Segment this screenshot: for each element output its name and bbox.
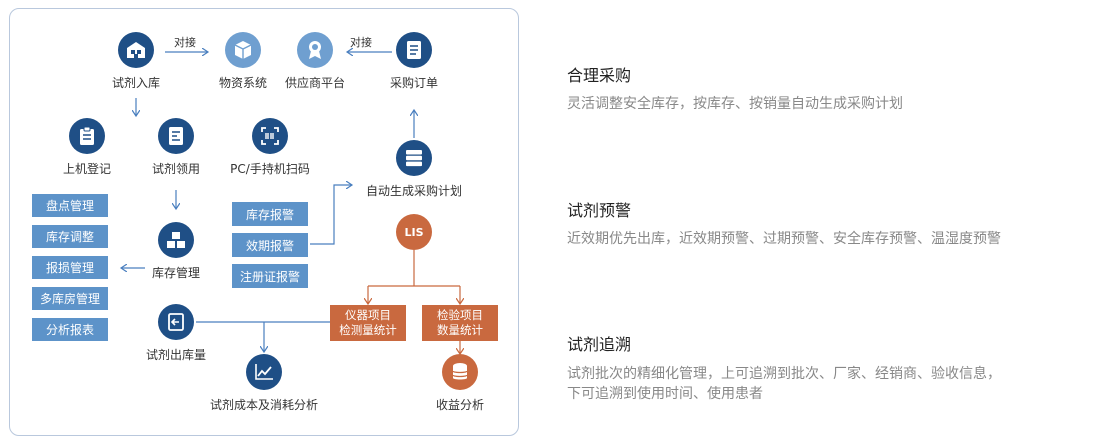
node-revenue-analysis: 收益分析	[430, 354, 490, 413]
diagram-panel	[9, 8, 519, 436]
node-label: 试剂入库	[111, 76, 160, 90]
box-line: 仪器项目	[345, 308, 391, 322]
node-label: 收益分析	[435, 398, 484, 412]
feature-desc: 灵活调整安全库存，按库存、按销量自动生成采购计划	[567, 96, 903, 112]
node-label: 物资系统	[218, 76, 267, 90]
node-reagent-use: 试剂领用	[146, 118, 206, 177]
document-icon	[396, 32, 432, 68]
node-reagent-out: 试剂出库量	[140, 304, 212, 363]
award-icon	[297, 32, 333, 68]
database-icon	[442, 354, 478, 390]
trend-chart-icon	[246, 354, 282, 390]
box-inventory-adjust: 库存调整	[32, 225, 108, 248]
node-label: 试剂出库量	[145, 348, 206, 362]
node-label: 上机登记	[62, 162, 111, 176]
node-lis: LIS	[396, 214, 432, 250]
server-icon	[396, 140, 432, 176]
box-stock-alert: 库存报警	[232, 202, 308, 226]
node-scan: PC/手持机扫码	[222, 118, 318, 177]
exit-icon	[158, 304, 194, 340]
dock-label-left: 对接	[174, 36, 196, 49]
box-expiry-alert: 效期报警	[232, 233, 308, 257]
node-purchase-order: 采购订单	[384, 32, 444, 91]
feature-title: 试剂追溯	[567, 335, 632, 354]
node-material-system: 物资系统	[211, 32, 275, 91]
node-label: 试剂领用	[151, 162, 200, 176]
feature-desc: 下可追溯到使用时间、使用患者	[567, 386, 763, 402]
box-line: 检测量统计	[339, 323, 397, 337]
box-line: 检验项目	[437, 308, 483, 322]
node-supplier-platform: 供应商平台	[280, 32, 350, 91]
boxes-icon	[158, 222, 194, 258]
feature-desc: 试剂批次的精细化管理，上可追溯到批次、厂家、经销商、验收信息，	[567, 366, 1001, 382]
node-label: PC/手持机扫码	[230, 162, 310, 176]
box-inventory-count: 盘点管理	[32, 194, 108, 217]
box-loss-mgmt: 报损管理	[32, 256, 108, 279]
node-reagent-in: 试剂入库	[106, 32, 166, 91]
list-document-icon	[158, 118, 194, 154]
node-machine-register: 上机登记	[57, 118, 117, 177]
box-analysis-report: 分析报表	[32, 318, 108, 341]
node-inventory-mgmt: 库存管理	[146, 222, 206, 281]
node-label: 库存管理	[151, 266, 200, 280]
box-instrument-stats: 仪器项目 检测量统计	[330, 305, 406, 341]
feature-title: 合理采购	[567, 66, 632, 85]
feature-desc: 近效期优先出库，近效期预警、过期预警、安全库存预警、温湿度预警	[567, 231, 1001, 247]
feature-title: 试剂预警	[567, 201, 632, 220]
box-multi-warehouse: 多库房管理	[32, 287, 108, 310]
node-cost-analysis: 试剂成本及消耗分析	[200, 354, 328, 413]
box-license-alert: 注册证报警	[232, 264, 308, 288]
node-label: 自动生成采购计划	[365, 184, 462, 198]
node-label: 试剂成本及消耗分析	[209, 398, 318, 412]
warehouse-icon	[118, 32, 154, 68]
box-line: 数量统计	[437, 323, 483, 337]
node-label: 采购订单	[389, 76, 438, 90]
scan-icon	[252, 118, 288, 154]
cube-icon	[225, 32, 261, 68]
clipboard-icon	[69, 118, 105, 154]
box-test-stats: 检验项目 数量统计	[422, 305, 498, 341]
node-auto-purchase-plan: 自动生成采购计划	[354, 140, 474, 199]
node-label: 供应商平台	[284, 76, 345, 90]
dock-label-right: 对接	[350, 36, 372, 49]
